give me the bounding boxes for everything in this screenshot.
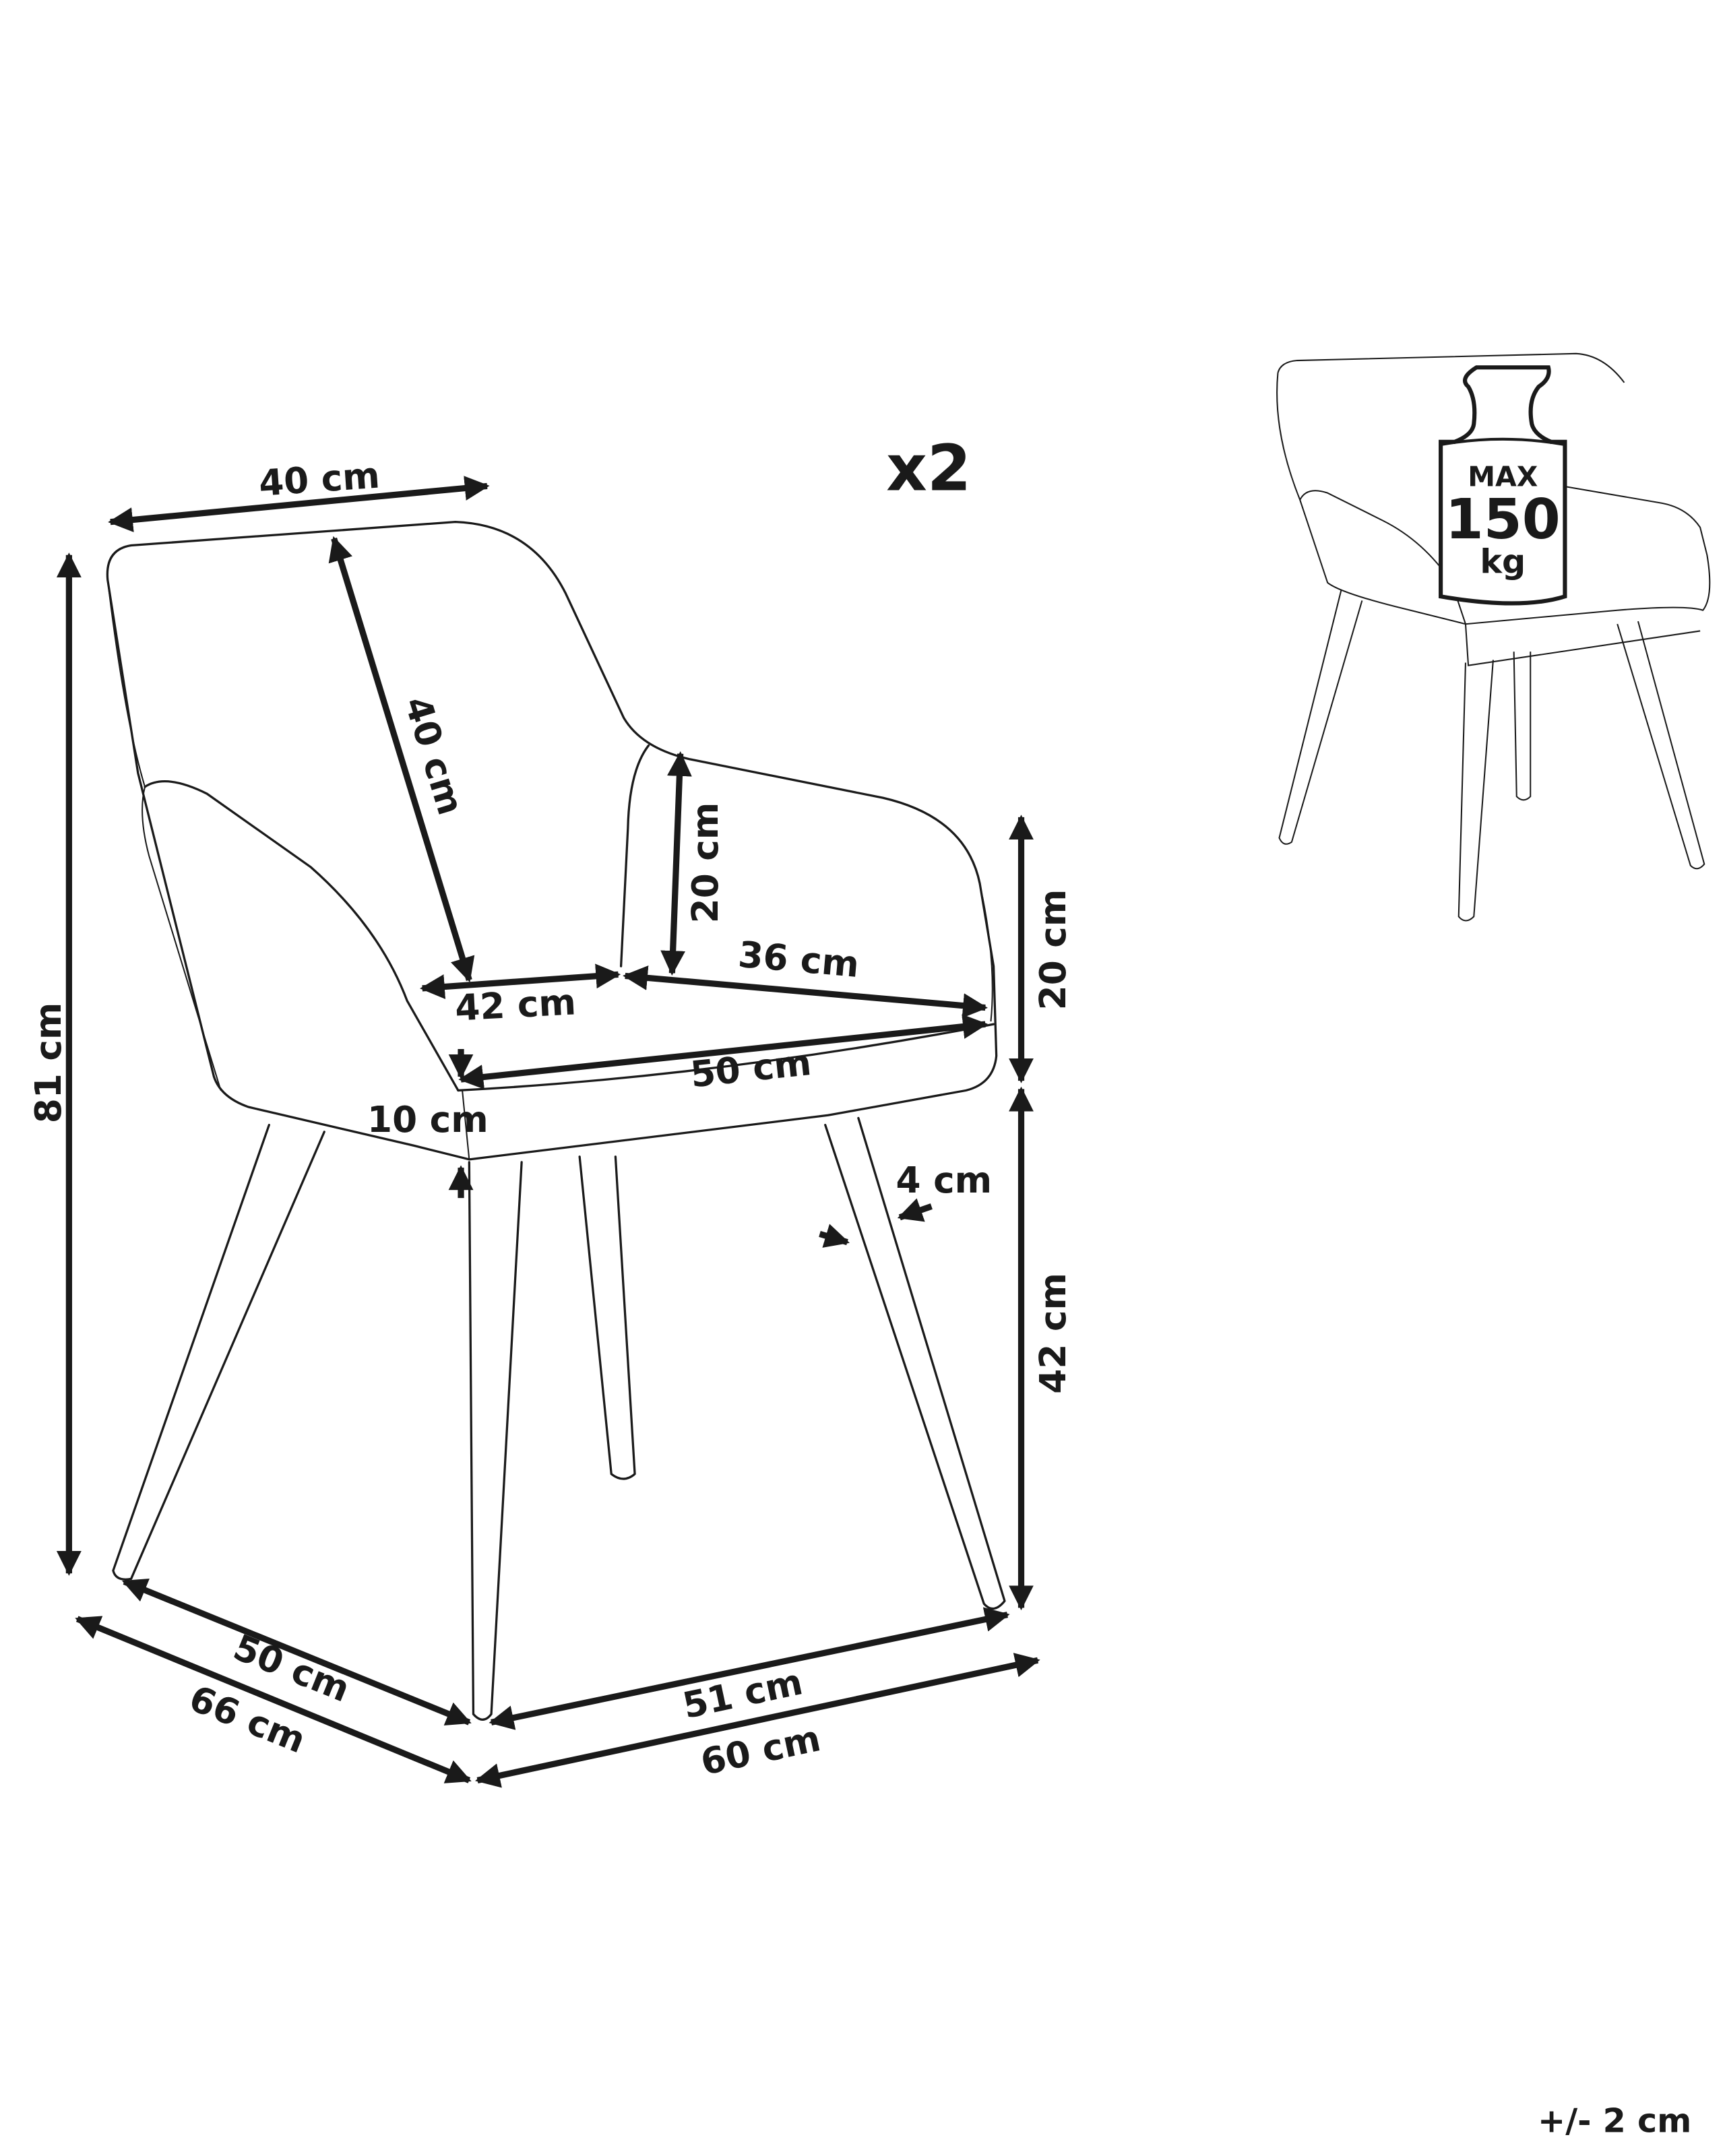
label-seat-height: 42 cm <box>1032 1273 1074 1394</box>
tolerance-label: +/- 2 cm <box>1538 2101 1691 2141</box>
label-seat-diagonal: 50 cm <box>689 1042 813 1096</box>
label-leg-thickness: 4 cm <box>896 1160 993 1201</box>
chair-drawing <box>106 521 1006 1721</box>
label-total-height: 81 cm <box>28 1003 69 1124</box>
quantity-label: x2 <box>886 433 971 506</box>
label-backrest-width: 40 cm <box>257 454 381 504</box>
weight-icon: MAX 150 kg <box>1439 365 1567 606</box>
label-seat-thickness: 10 cm <box>367 1099 489 1141</box>
dimension-lines <box>56 476 1040 1788</box>
label-armrest-height-outer: 20 cm <box>1032 889 1074 1011</box>
max-value: 150 <box>1445 488 1561 552</box>
label-backrest-height: 40 cm <box>396 692 472 820</box>
label-seat-width-front: 42 cm <box>454 981 577 1029</box>
label-armrest-height-inner: 20 cm <box>685 802 726 924</box>
max-unit: kg <box>1480 542 1526 581</box>
label-armrest-length: 36 cm <box>736 934 860 986</box>
load-capacity-illustration: MAX 150 kg <box>1276 352 1711 922</box>
max-label: MAX <box>1468 460 1538 493</box>
